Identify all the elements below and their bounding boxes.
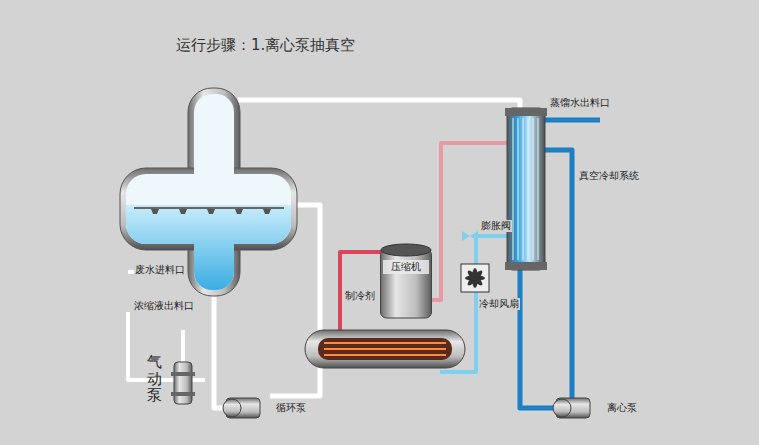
heating-coil xyxy=(324,342,446,344)
part-label: 冷却风扇 xyxy=(478,298,520,310)
condenser-tube xyxy=(538,118,539,260)
condenser-tube xyxy=(533,118,534,260)
node-text: 压缩机 xyxy=(383,260,429,274)
part-label: 循环泵 xyxy=(275,402,307,414)
part-label: 真空冷却系统 xyxy=(578,170,640,182)
spray-nozzle xyxy=(207,209,215,214)
condenser-tube xyxy=(523,118,524,260)
part-label: 膨胀阀 xyxy=(480,220,512,232)
condenser-tube xyxy=(518,118,519,260)
spray-nozzle xyxy=(151,209,159,214)
part-label: 离心泵 xyxy=(606,402,638,414)
part-label: 废水进料口 xyxy=(134,264,186,276)
part-label: 浓缩液出料口 xyxy=(133,300,195,312)
part-label: 气动泵 xyxy=(146,354,163,404)
compressor-shape xyxy=(380,243,432,319)
heating-coil xyxy=(324,348,446,350)
heating-coil xyxy=(324,354,446,356)
spray-nozzle xyxy=(179,209,187,214)
title: 运行步骤：1.离心泵抽真空 xyxy=(176,36,355,54)
condenser-tube xyxy=(528,118,529,260)
condenser-tube xyxy=(513,118,514,260)
spray-nozzle xyxy=(235,209,243,214)
spray-nozzle xyxy=(263,209,271,214)
part-label: 蒸馏水出料口 xyxy=(549,97,611,109)
compressor-node: 压缩机 xyxy=(380,243,432,319)
part-label: 制冷剂 xyxy=(344,290,376,302)
